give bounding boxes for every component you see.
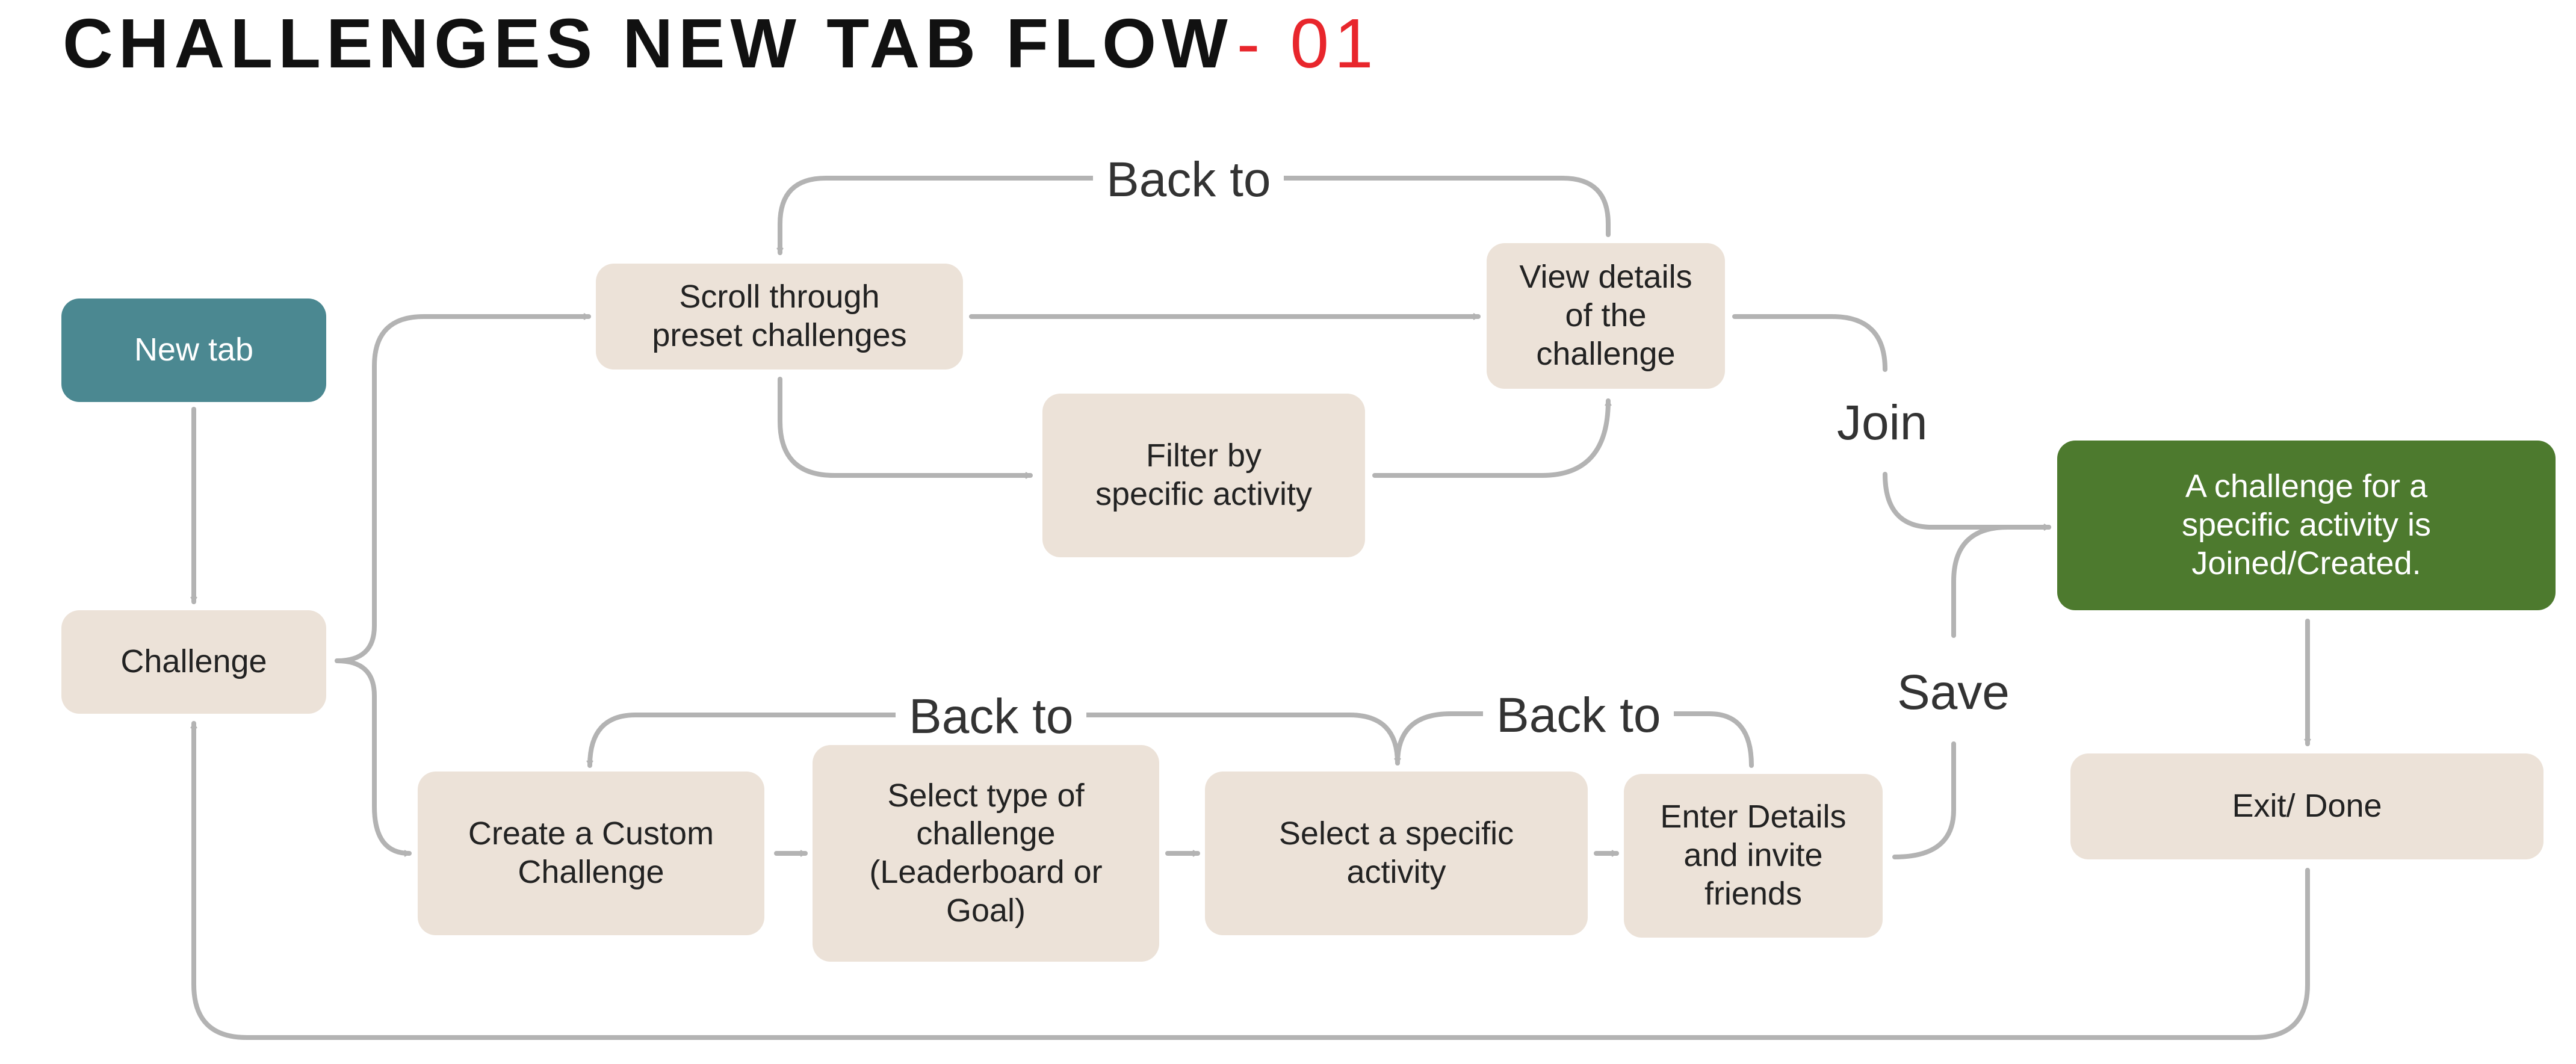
title-number: - 01 xyxy=(1236,4,1379,82)
title-main: CHALLENGES NEW TAB FLOW xyxy=(63,4,1233,82)
edge-back-to-activity xyxy=(1394,711,1754,768)
node-scroll-preset[interactable]: Scroll through preset challenges xyxy=(596,264,963,370)
node-enter-details[interactable]: Enter Details and invite friends xyxy=(1624,774,1883,938)
node-create-custom[interactable]: Create a Custom Challenge xyxy=(418,772,764,935)
node-view-details[interactable]: View details of the challenge xyxy=(1487,243,1725,389)
edge-save-joined xyxy=(1951,524,2051,638)
node-filter-activity[interactable]: Filter by specific activity xyxy=(1042,394,1365,557)
edge-scroll-filter xyxy=(778,377,1033,479)
edge-view-join xyxy=(1732,314,1887,372)
edge-exit-loop-challenge xyxy=(190,721,2310,1040)
edge-label-join: Join xyxy=(1824,396,1941,450)
edge-label-back-to-bottom-right: Back to xyxy=(1483,688,1674,743)
edge-label-back-to-bottom-left: Back to xyxy=(896,690,1087,744)
node-challenge[interactable]: Challenge xyxy=(61,610,326,714)
node-new-tab[interactable]: New tab xyxy=(61,298,326,402)
page-title: CHALLENGES NEW TAB FLOW- 01 xyxy=(63,0,1379,87)
edge-filter-view xyxy=(1372,398,1612,478)
edge-enter-save xyxy=(1892,741,1956,859)
node-select-type[interactable]: Select type of challenge (Leaderboard or… xyxy=(813,745,1159,962)
edge-challenge-create xyxy=(335,658,412,857)
edge-label-save: Save xyxy=(1884,666,2023,720)
node-select-activity[interactable]: Select a specific activity xyxy=(1205,772,1588,935)
edge-label-back-to-top: Back to xyxy=(1093,153,1284,207)
node-exit-done[interactable]: Exit/ Done xyxy=(2070,753,2543,859)
edge-challenge-scroll xyxy=(335,313,591,663)
node-joined-created[interactable]: A challenge for a specific activity is J… xyxy=(2057,441,2556,610)
edge-join-joined xyxy=(1883,472,2051,531)
